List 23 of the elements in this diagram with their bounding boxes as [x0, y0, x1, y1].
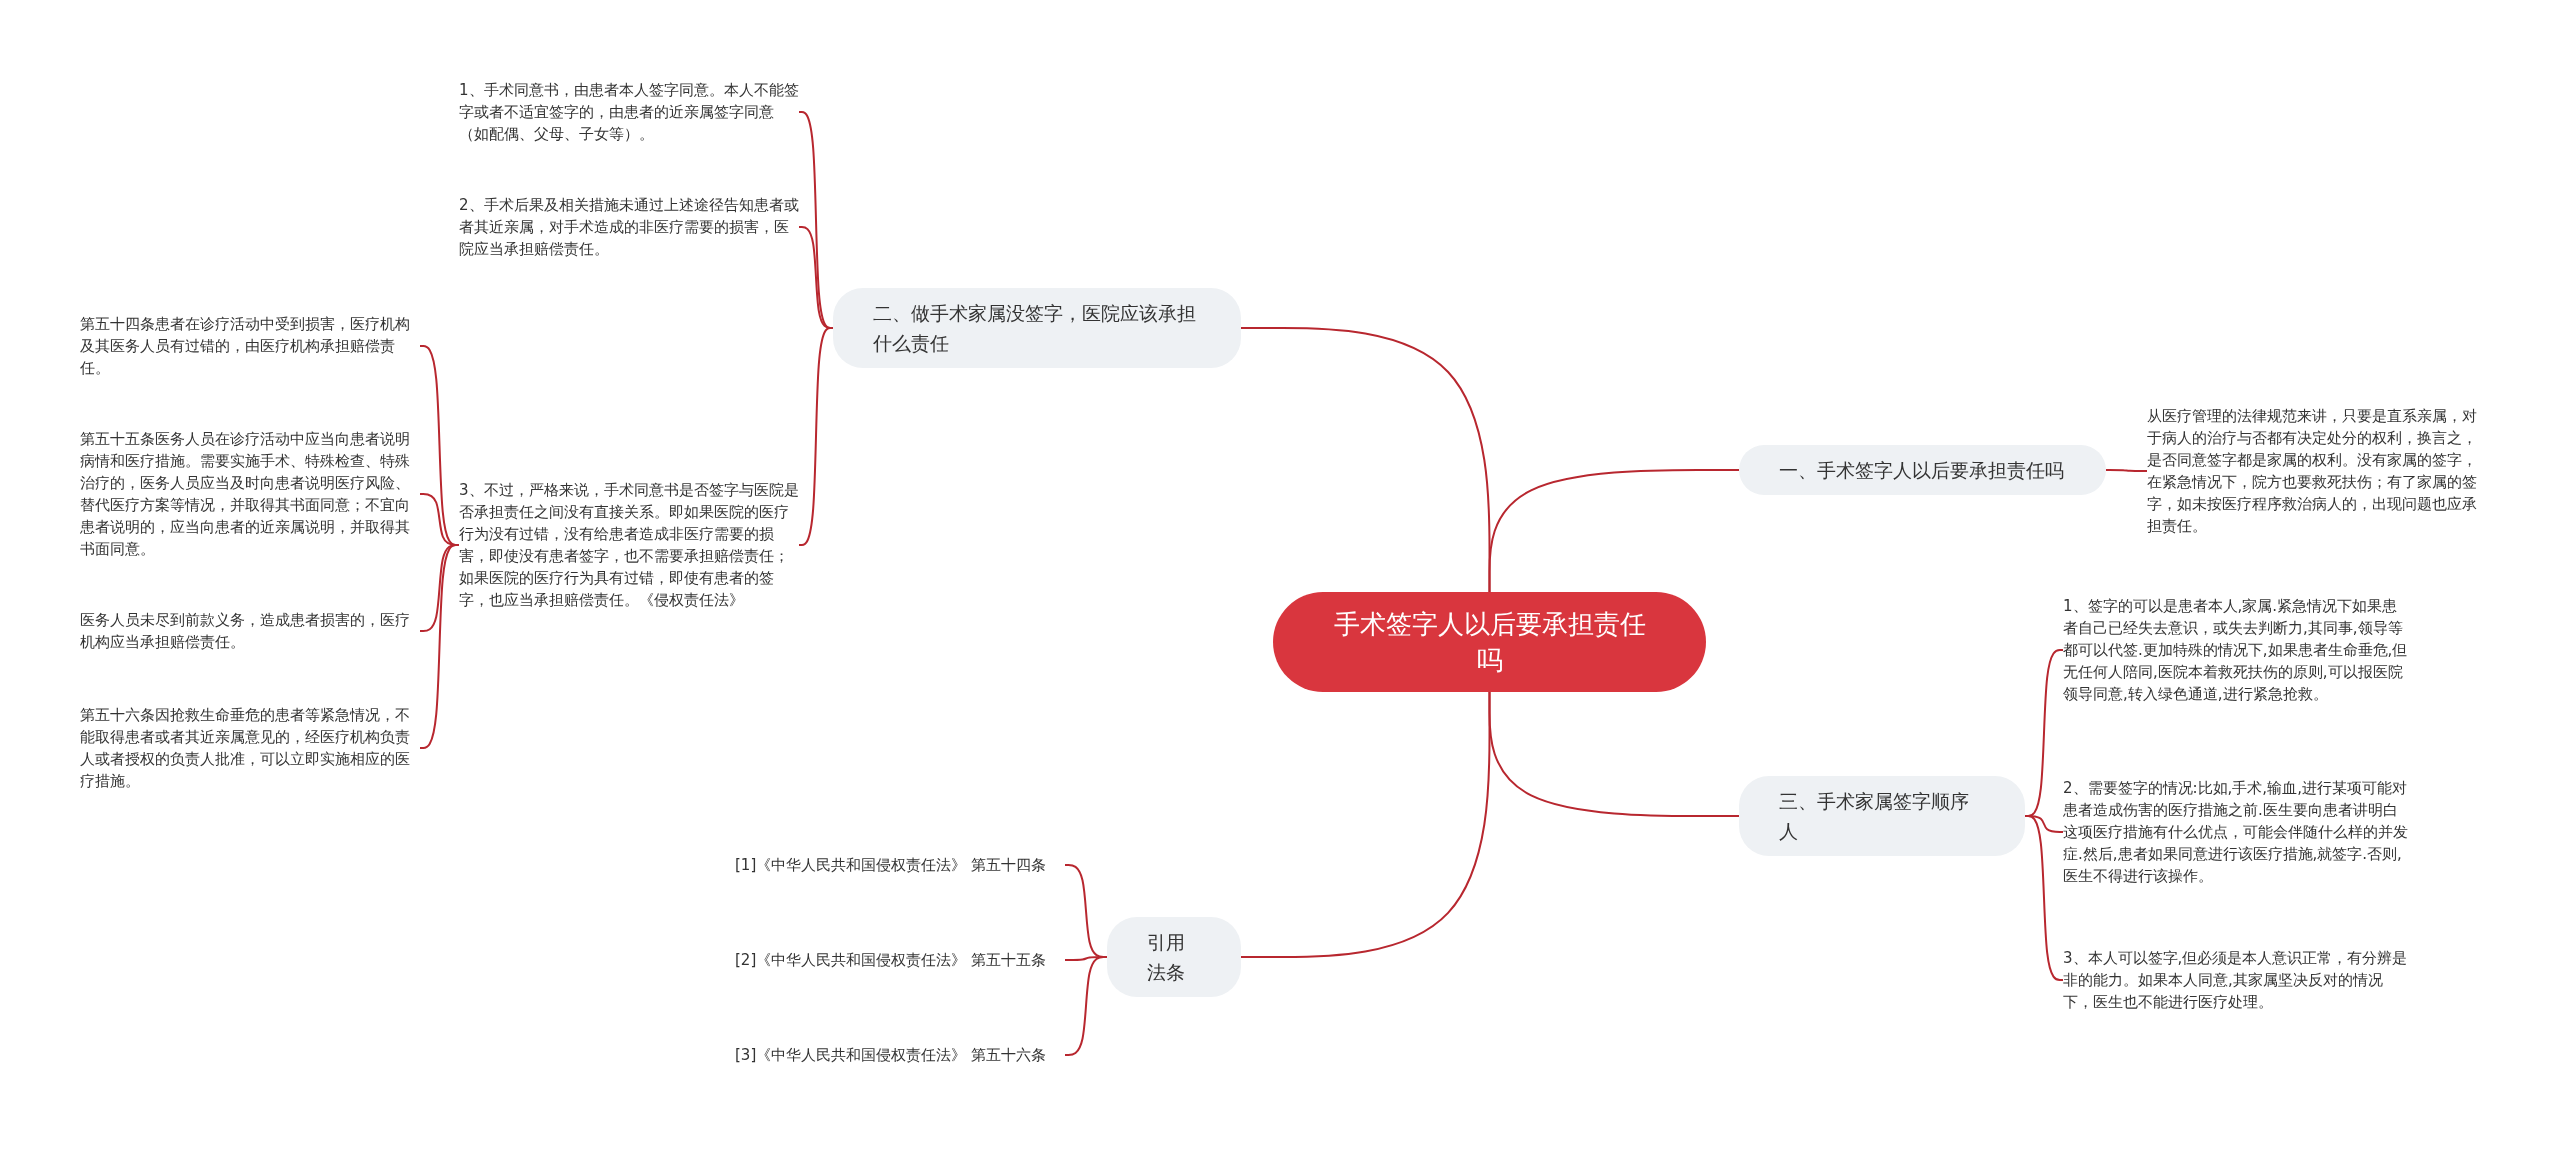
note-text: 3、不过，严格来说，手术同意书是否签字与医院是否承担责任之间没有直接关系。即如果医院的医疗行为没有过错，没有给患者造成非医疗需要的损害，即使没有患者签字，也不需要承担赔偿责任；如果医院的医疗行为具有过错，即使有患者的签字，也应当承担赔偿责任。《侵权责任法》 — [459, 479, 799, 611]
note-text: 2、需要签字的情况:比如,手术,输血,进行某项可能对患者造成伤害的医疗措施之前.医生要向患者讲明白这项医疗措施有什么优点，可能会伴随什么样的并发症.然后,患者如果同意进行该医疗措施,就签字.否则,医生不得进行该操作。 — [2063, 777, 2408, 887]
note-text: 从医疗管理的法律规范来讲，只要是直系亲属，对于病人的治疗与否都有决定处分的权利，换言之，是否同意签字都是家属的权利。没有家属的签字，在紧急情况下，院方也要救死扶伤；有了家属的签字，如未按医疗程序救治病人的，出现问题也应承担责任。 — [2147, 405, 2482, 537]
connector-line — [1240, 691, 1491, 958]
note-text: 医务人员未尽到前款义务，造成患者损害的，医疗机构应当承担赔偿责任。 — [80, 609, 420, 653]
note-text: 第五十四条患者在诊疗活动中受到损害，医疗机构及其医务人员有过错的，由医疗机构承担赔偿责任。 — [80, 313, 420, 379]
topic-pill: 二、做手术家属没签字，医院应该承担什么责任 — [833, 288, 1241, 368]
note-text: 1、签字的可以是患者本人,家属.紧急情况下如果患者自己已经失去意识，或失去判断力,其同事,领导等都可以代签.更加特殊的情况下,如果患者生命垂危,但无任何人陪同,医院本着救死扶伤的原则,可以报医院领导同意,转入绿色通道,进行紧急抢救。 — [2063, 595, 2408, 705]
note-text: [3]《中华人民共和国侵权责任法》 第五十六条 — [735, 1044, 1065, 1066]
note-text: 第五十六条因抢救生命垂危的患者等紧急情况，不能取得患者或者其近亲属意见的，经医疗机构负责人或者授权的负责人批准，可以立即实施相应的医疗措施。 — [80, 704, 420, 792]
note-text: 3、本人可以签字,但必须是本人意识正常，有分辨是非的能力。如果本人同意,其家属坚决反对的情况下，医生也不能进行医疗处理。 — [2063, 947, 2408, 1013]
topic-pill: 一、手术签字人以后要承担责任吗 — [1739, 445, 2106, 495]
note-text: [2]《中华人民共和国侵权责任法》 第五十五条 — [735, 949, 1065, 971]
note-text: 2、手术后果及相关措施未通过上述途径告知患者或者其近亲属，对手术造成的非医疗需要的损害，医院应当承担赔偿责任。 — [459, 194, 799, 260]
central-topic: 手术签字人以后要承担责任吗 — [1273, 592, 1706, 692]
connector-line — [2105, 469, 2148, 472]
connector-line — [1488, 469, 1740, 593]
note-text: [1]《中华人民共和国侵权责任法》 第五十四条 — [735, 854, 1065, 876]
note-text: 第五十五条医务人员在诊疗活动中应当向患者说明病情和医疗措施。需要实施手术、特殊检查、特殊治疗的，医务人员应当及时向患者说明医疗风险、替代医疗方案等情况，并取得其书面同意；不宜向患者说明的，应当向患者的近亲属说明，并取得其书面同意。 — [80, 428, 420, 560]
topic-pill: 三、手术家属签字顺序人 — [1739, 776, 2025, 856]
topic-pill: 引用法条 — [1107, 917, 1241, 997]
connector-line — [419, 544, 460, 749]
note-text: 1、手术同意书，由患者本人签字同意。本人不能签字或者不适宜签字的，由患者的近亲属签字同意（如配偶、父母、子女等）。 — [459, 79, 799, 145]
